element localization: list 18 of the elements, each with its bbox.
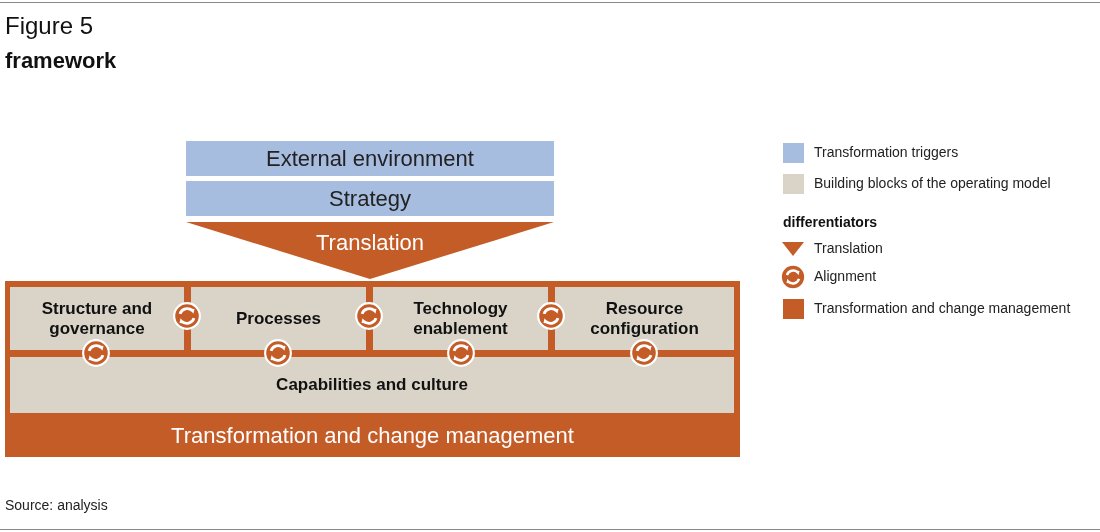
frame-label: Transformation and change management — [171, 423, 574, 449]
legend-label: Translation — [814, 240, 883, 256]
legend-label: Alignment — [814, 268, 877, 284]
building-block: Technology enablement — [373, 287, 548, 350]
trigger-box: Strategy — [186, 181, 554, 216]
legend-heading: differentiators — [783, 214, 878, 230]
building-block: Capabilities and culture — [10, 357, 734, 413]
building-block: Resource configuration — [555, 287, 734, 350]
figure-number: Figure 5 — [5, 12, 94, 40]
trigger-box: External environment — [186, 141, 554, 176]
legend-label: Building blocks of the operating model — [814, 175, 1051, 191]
building-block: Structure and governance — [10, 287, 184, 350]
legend-label: Transformation triggers — [814, 144, 959, 160]
building-block: Processes — [191, 287, 366, 350]
source-note: Source: analysis — [5, 497, 108, 513]
change-management-frame — [5, 281, 740, 457]
legend-label: Transformation and change management — [814, 300, 1071, 316]
figure-title: framework — [5, 48, 117, 74]
